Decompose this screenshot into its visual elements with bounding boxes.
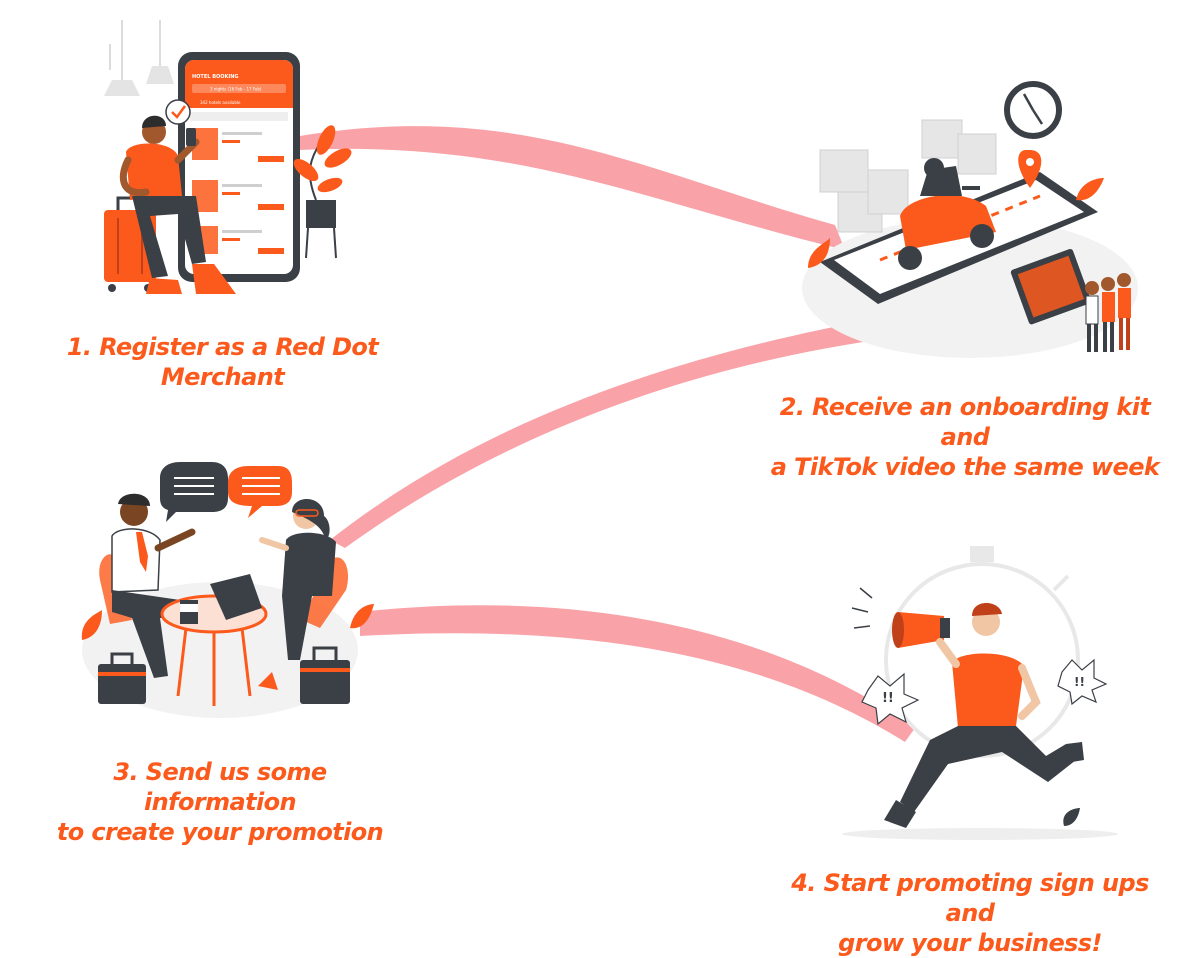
step4-illustration: !! !! (842, 546, 1118, 840)
step-1-line-1: 1. Register as a Red Dot (66, 333, 379, 361)
plant-decoration (293, 125, 352, 259)
step3-illustration (81, 462, 374, 718)
svg-text:!!: !! (1074, 675, 1085, 689)
people-group (1085, 273, 1131, 352)
step-2-line-1: 2. Receive an onboarding kit and (779, 393, 1151, 451)
step-1-line-2: Merchant (160, 363, 285, 391)
step-3-line-1: 3. Send us some information (113, 758, 327, 816)
leaf-decoration (350, 604, 374, 629)
woman-talking (258, 498, 336, 690)
scooter-rider (898, 158, 996, 270)
phone-mockup: HOTEL BOOKING 3 nights (16 Feb - 17 Feb)… (178, 52, 300, 282)
running-man (884, 603, 1084, 828)
meeting-table (160, 574, 268, 706)
speech-bubble-icon (160, 462, 228, 522)
connector-ribbons (300, 126, 915, 742)
alert-burst-icon: !! (861, 672, 920, 726)
leaf-decoration (81, 610, 102, 640)
step1-illustration: HOTEL BOOKING 3 nights (16 Feb - 17 Feb)… (104, 20, 352, 294)
check-bubble-icon (165, 99, 191, 125)
phone-results-text: 342 hotels available (200, 100, 241, 105)
speech-bubble-icon (228, 466, 292, 518)
connector-1-to-2 (300, 126, 845, 250)
briefcase (300, 646, 350, 704)
connector-2-to-3 (330, 318, 890, 548)
phone-dates-text: 3 nights (16 Feb - 17 Feb) (210, 87, 262, 92)
hotel-list-row (192, 128, 284, 162)
step-3-line-2: to create your promotion (56, 818, 384, 846)
leaf-decoration (1063, 808, 1080, 826)
connector-3-to-4 (360, 605, 915, 742)
hanging-lamps (104, 20, 174, 96)
step-4-line-2: grow your business! (838, 929, 1102, 957)
svg-text:!!: !! (882, 691, 894, 706)
leaf-decoration (808, 238, 830, 268)
leaf-decoration (1076, 178, 1104, 201)
step-2-line-2: a TikTok video the same week (770, 453, 1160, 481)
clock-icon (1004, 81, 1062, 139)
phone-header-text: HOTEL BOOKING (192, 74, 239, 80)
step-4-line-1: 4. Start promoting sign ups and (791, 869, 1149, 927)
briefcase (98, 652, 146, 704)
alert-burst-icon: !! (1057, 658, 1108, 706)
stacked-boxes (819, 119, 997, 233)
step2-illustration (802, 81, 1138, 358)
video-frame (1010, 248, 1092, 325)
man-with-phone (120, 115, 236, 294)
megaphone-icon (851, 587, 950, 648)
laptop (210, 574, 262, 620)
